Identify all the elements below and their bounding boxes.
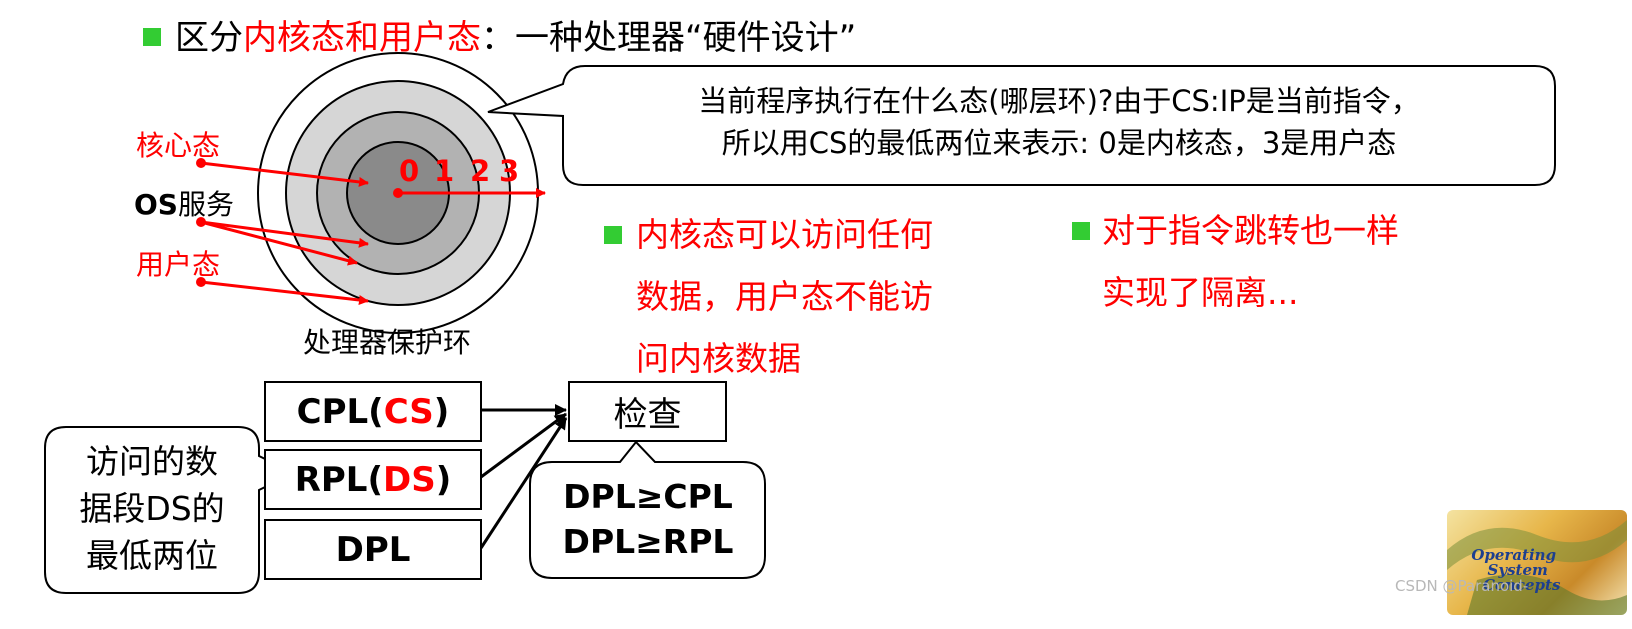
label-os-service: OS服务 xyxy=(134,183,234,223)
label-user-mode: 用户态 xyxy=(136,243,220,283)
cpl-box: CPL(CS) xyxy=(264,381,482,442)
bullet-right-marker xyxy=(1072,222,1090,240)
rpl-box: RPL(DS) xyxy=(264,449,482,510)
dpl-box: DPL xyxy=(264,519,482,580)
callout-left-text: 访问的数 据段DS的 最低两位 xyxy=(50,438,254,579)
bullet-right-text: 对于指令跳转也一样 实现了隔离... xyxy=(1102,200,1399,324)
ring-number-3: 3 xyxy=(499,154,519,188)
bullet-left-text: 内核态可以访问任何 数据，用户态不能访 问内核数据 xyxy=(636,204,933,390)
ring-number-2: 2 xyxy=(470,154,490,188)
label-kernel-mode: 核心态 xyxy=(136,124,220,164)
bullet-left-marker xyxy=(604,226,622,244)
ring-number-0: 0 xyxy=(399,154,419,188)
ring-caption: 处理器保护环 xyxy=(303,321,471,361)
ring-number-1: 1 xyxy=(434,154,454,188)
check-box: 检查 xyxy=(568,381,727,442)
callout-top-text: 当前程序执行在什么态(哪层环)?由于CS:IP是当前指令， 所以用CS的最低两位… xyxy=(566,80,1552,164)
callout-rule-text: DPL≥CPL DPL≥RPL xyxy=(534,474,762,564)
watermark: CSDN @Paranoid- xyxy=(1395,577,1528,595)
book-logo: Operating System Concepts xyxy=(1447,510,1627,615)
